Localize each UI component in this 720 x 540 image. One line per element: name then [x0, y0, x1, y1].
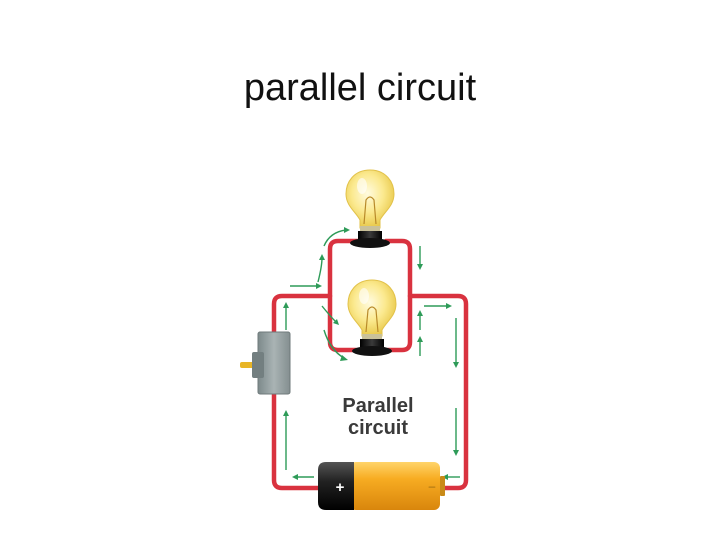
arrow-top-left [290, 283, 322, 289]
battery-body [350, 462, 440, 510]
diagram-label-line1: Parallel [342, 395, 413, 417]
arrow-lower-left [323, 329, 348, 361]
upper-bulb-socket [358, 231, 382, 241]
battery-cap [318, 462, 354, 510]
arrow-into-lower-branch [321, 305, 339, 325]
lower-bulb-filament [365, 306, 379, 333]
switch [240, 331, 291, 395]
upper-bulb [345, 169, 395, 248]
arrow-branch-right-up-2 [417, 336, 423, 356]
lower-bulb [347, 279, 397, 356]
lower-bulb-neck [362, 334, 382, 340]
upper-bulb-filament [363, 196, 377, 225]
arrow-right-down-1 [453, 318, 459, 368]
arrow-right-top-exit [424, 303, 452, 309]
switch-knob [252, 352, 264, 378]
battery-minus-label: – [429, 479, 436, 493]
slide-title: parallel circuit [243, 67, 477, 109]
upper-bulb-socket-base [350, 238, 390, 248]
arrow-branch-left-up [317, 254, 325, 283]
arrow-upper-right-down [417, 246, 423, 270]
arrow-branch-right-up-1 [417, 310, 423, 330]
battery-plus-label: + [336, 479, 345, 496]
lower-bulb-socket-base [352, 346, 392, 356]
diagram-label-line2: circuit [348, 417, 408, 439]
upper-bulb-neck [360, 226, 380, 232]
upper-bulb-highlight [357, 178, 367, 194]
lower-bulb-highlight [359, 288, 369, 304]
arrow-right-down-2 [453, 408, 459, 456]
current-arrows [283, 227, 460, 480]
arrow-left-up-1 [283, 410, 289, 470]
wire-outer-right [407, 293, 469, 491]
arrow-left-up-2 [283, 302, 289, 330]
arrow-to-upper-bulb [323, 227, 350, 247]
battery-terminal [440, 476, 445, 496]
lower-bulb-socket [360, 339, 384, 349]
lower-bulb-glass [347, 279, 397, 337]
wires [271, 238, 469, 491]
battery: + – [318, 462, 445, 510]
wire-branch-right [383, 238, 413, 353]
upper-bulb-glass [345, 169, 395, 229]
arrow-bottom-left [292, 474, 314, 480]
